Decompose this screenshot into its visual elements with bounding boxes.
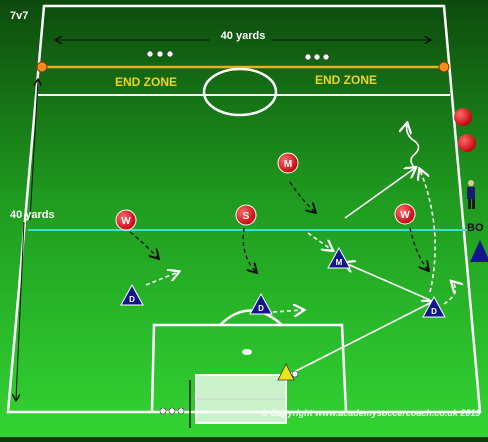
attacker-w-right-letter: W <box>400 210 410 221</box>
attacker-s: S <box>236 205 256 225</box>
side-dimension-label: 40 yards <box>10 209 55 221</box>
keeper-ball <box>292 371 298 377</box>
attacker-w-left: W <box>116 210 136 230</box>
penalty-spot <box>242 349 252 355</box>
balls-top-right <box>305 54 329 60</box>
cone-right <box>439 62 449 72</box>
attacker-w-right: W <box>395 204 415 224</box>
top-dimension-label: 40 yards <box>221 30 266 42</box>
substitute-red-2 <box>458 134 476 152</box>
defender-d-right-letter: D <box>431 307 437 316</box>
substitute-red-1 <box>454 108 472 126</box>
cut-off-label: BO <box>467 222 484 234</box>
copyright-text: © Copyright www.academysoccercoach.co.uk… <box>261 408 480 418</box>
cone-left <box>37 62 47 72</box>
defender-m-letter: M <box>336 258 343 267</box>
attacker-m: M <box>278 153 298 173</box>
format-label: 7v7 <box>10 10 28 22</box>
attacker-s-letter: S <box>243 211 250 222</box>
balls-bottom <box>160 408 184 414</box>
defender-d-left-letter: D <box>129 295 135 304</box>
attacker-w-left-letter: W <box>121 216 131 227</box>
balls-top-left <box>147 51 173 57</box>
end-zone-label-right: END ZONE <box>315 73 377 87</box>
defender-d-center-letter: D <box>258 304 264 313</box>
attacker-m-letter: M <box>284 159 292 170</box>
end-zone-label-left: END ZONE <box>115 75 177 89</box>
